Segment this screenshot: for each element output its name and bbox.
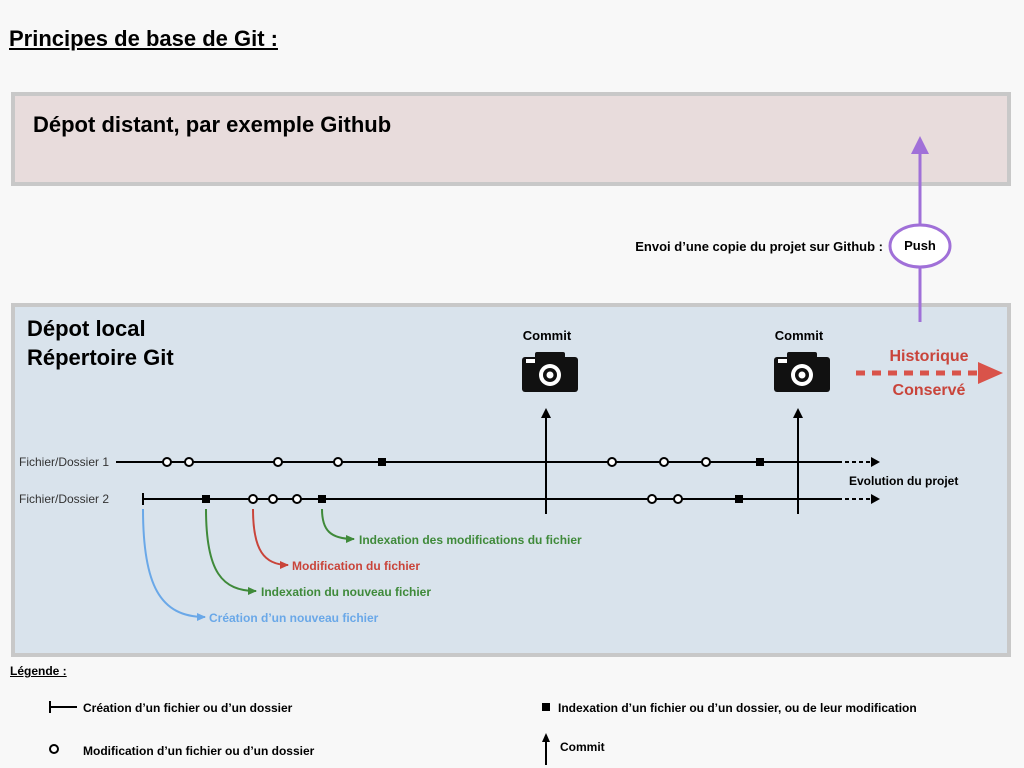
commit-arrow (793, 408, 803, 514)
indexation-marker (202, 495, 210, 503)
modification-marker (607, 457, 617, 467)
legend-indexation-text: Indexation d’un fichier ou d’un dossier,… (558, 701, 917, 715)
indexation-marker (735, 495, 743, 503)
modification-marker (162, 457, 172, 467)
indexation-marker (318, 495, 326, 503)
commit-label: Commit (522, 328, 572, 343)
push-caption: Envoi d’une copie du projet sur Github : (635, 239, 883, 254)
modification-marker (673, 494, 683, 504)
indexation-marker (378, 458, 386, 466)
push-arrow (888, 136, 952, 322)
timeline-row-2 (142, 493, 880, 505)
row-1-index-markers (378, 458, 764, 466)
creation-annotation-arrow (142, 508, 206, 621)
annotation-modification: Modification du fichier (292, 559, 420, 573)
camera-icon (774, 352, 830, 392)
legend-modification-symbol (49, 744, 59, 754)
legend-commit-symbol (542, 733, 550, 765)
local-repository-line1: Dépot local (27, 316, 146, 341)
history-label-line1: Historique (889, 348, 969, 365)
history-label-line2: Conservé (892, 382, 966, 399)
commit-arrow (541, 408, 551, 514)
annotation-creation: Création d’un nouveau fichier (209, 611, 379, 625)
modification-marker (268, 494, 278, 504)
local-repository-label: Dépot local Répertoire Git (27, 314, 174, 372)
page-title: Principes de base de Git : (9, 26, 278, 51)
modification-annotation-arrow (252, 508, 289, 569)
modification-marker (659, 457, 669, 467)
legend-commit-text: Commit (560, 740, 605, 754)
modification-marker (647, 494, 657, 504)
modification-marker (248, 494, 258, 504)
local-repository-line2: Répertoire Git (27, 345, 174, 370)
legend-title: Légende : (10, 664, 67, 678)
push-label: Push (904, 238, 936, 253)
history-arrow (856, 362, 1003, 384)
evolution-label: Evolution du projet (849, 474, 959, 488)
legend-creation-symbol (49, 701, 77, 713)
annotation-index-modifications: Indexation des modifications du fichier (359, 533, 582, 547)
modification-marker (701, 457, 711, 467)
camera-icon (522, 352, 578, 392)
legend-creation-text: Création d’un fichier ou d’un dossier (83, 701, 293, 715)
timeline-row-1 (116, 457, 880, 467)
remote-repository-label: Dépot distant, par exemple Github (33, 112, 392, 137)
modification-marker (292, 494, 302, 504)
row-1-markers (162, 457, 711, 467)
push-bubble (888, 223, 952, 269)
indexation-marker (756, 458, 764, 466)
commit-label: Commit (774, 328, 824, 343)
legend-indexation-symbol (542, 703, 550, 711)
index-modifications-annotation-arrow (321, 508, 355, 543)
row-label-1: Fichier/Dossier 1 (19, 455, 110, 469)
row-2-markers (248, 494, 683, 504)
modification-marker (184, 457, 194, 467)
row-2-index-markers (202, 495, 743, 503)
modification-marker (273, 457, 283, 467)
legend-modification-text: Modification d’un fichier ou d’un dossie… (83, 744, 315, 758)
index-new-annotation-arrow (205, 508, 257, 595)
annotation-index-new: Indexation du nouveau fichier (261, 585, 432, 599)
row-label-2: Fichier/Dossier 2 (19, 492, 110, 506)
local-repository-box (11, 303, 1011, 657)
remote-repository-box (11, 92, 1011, 186)
modification-marker (333, 457, 343, 467)
